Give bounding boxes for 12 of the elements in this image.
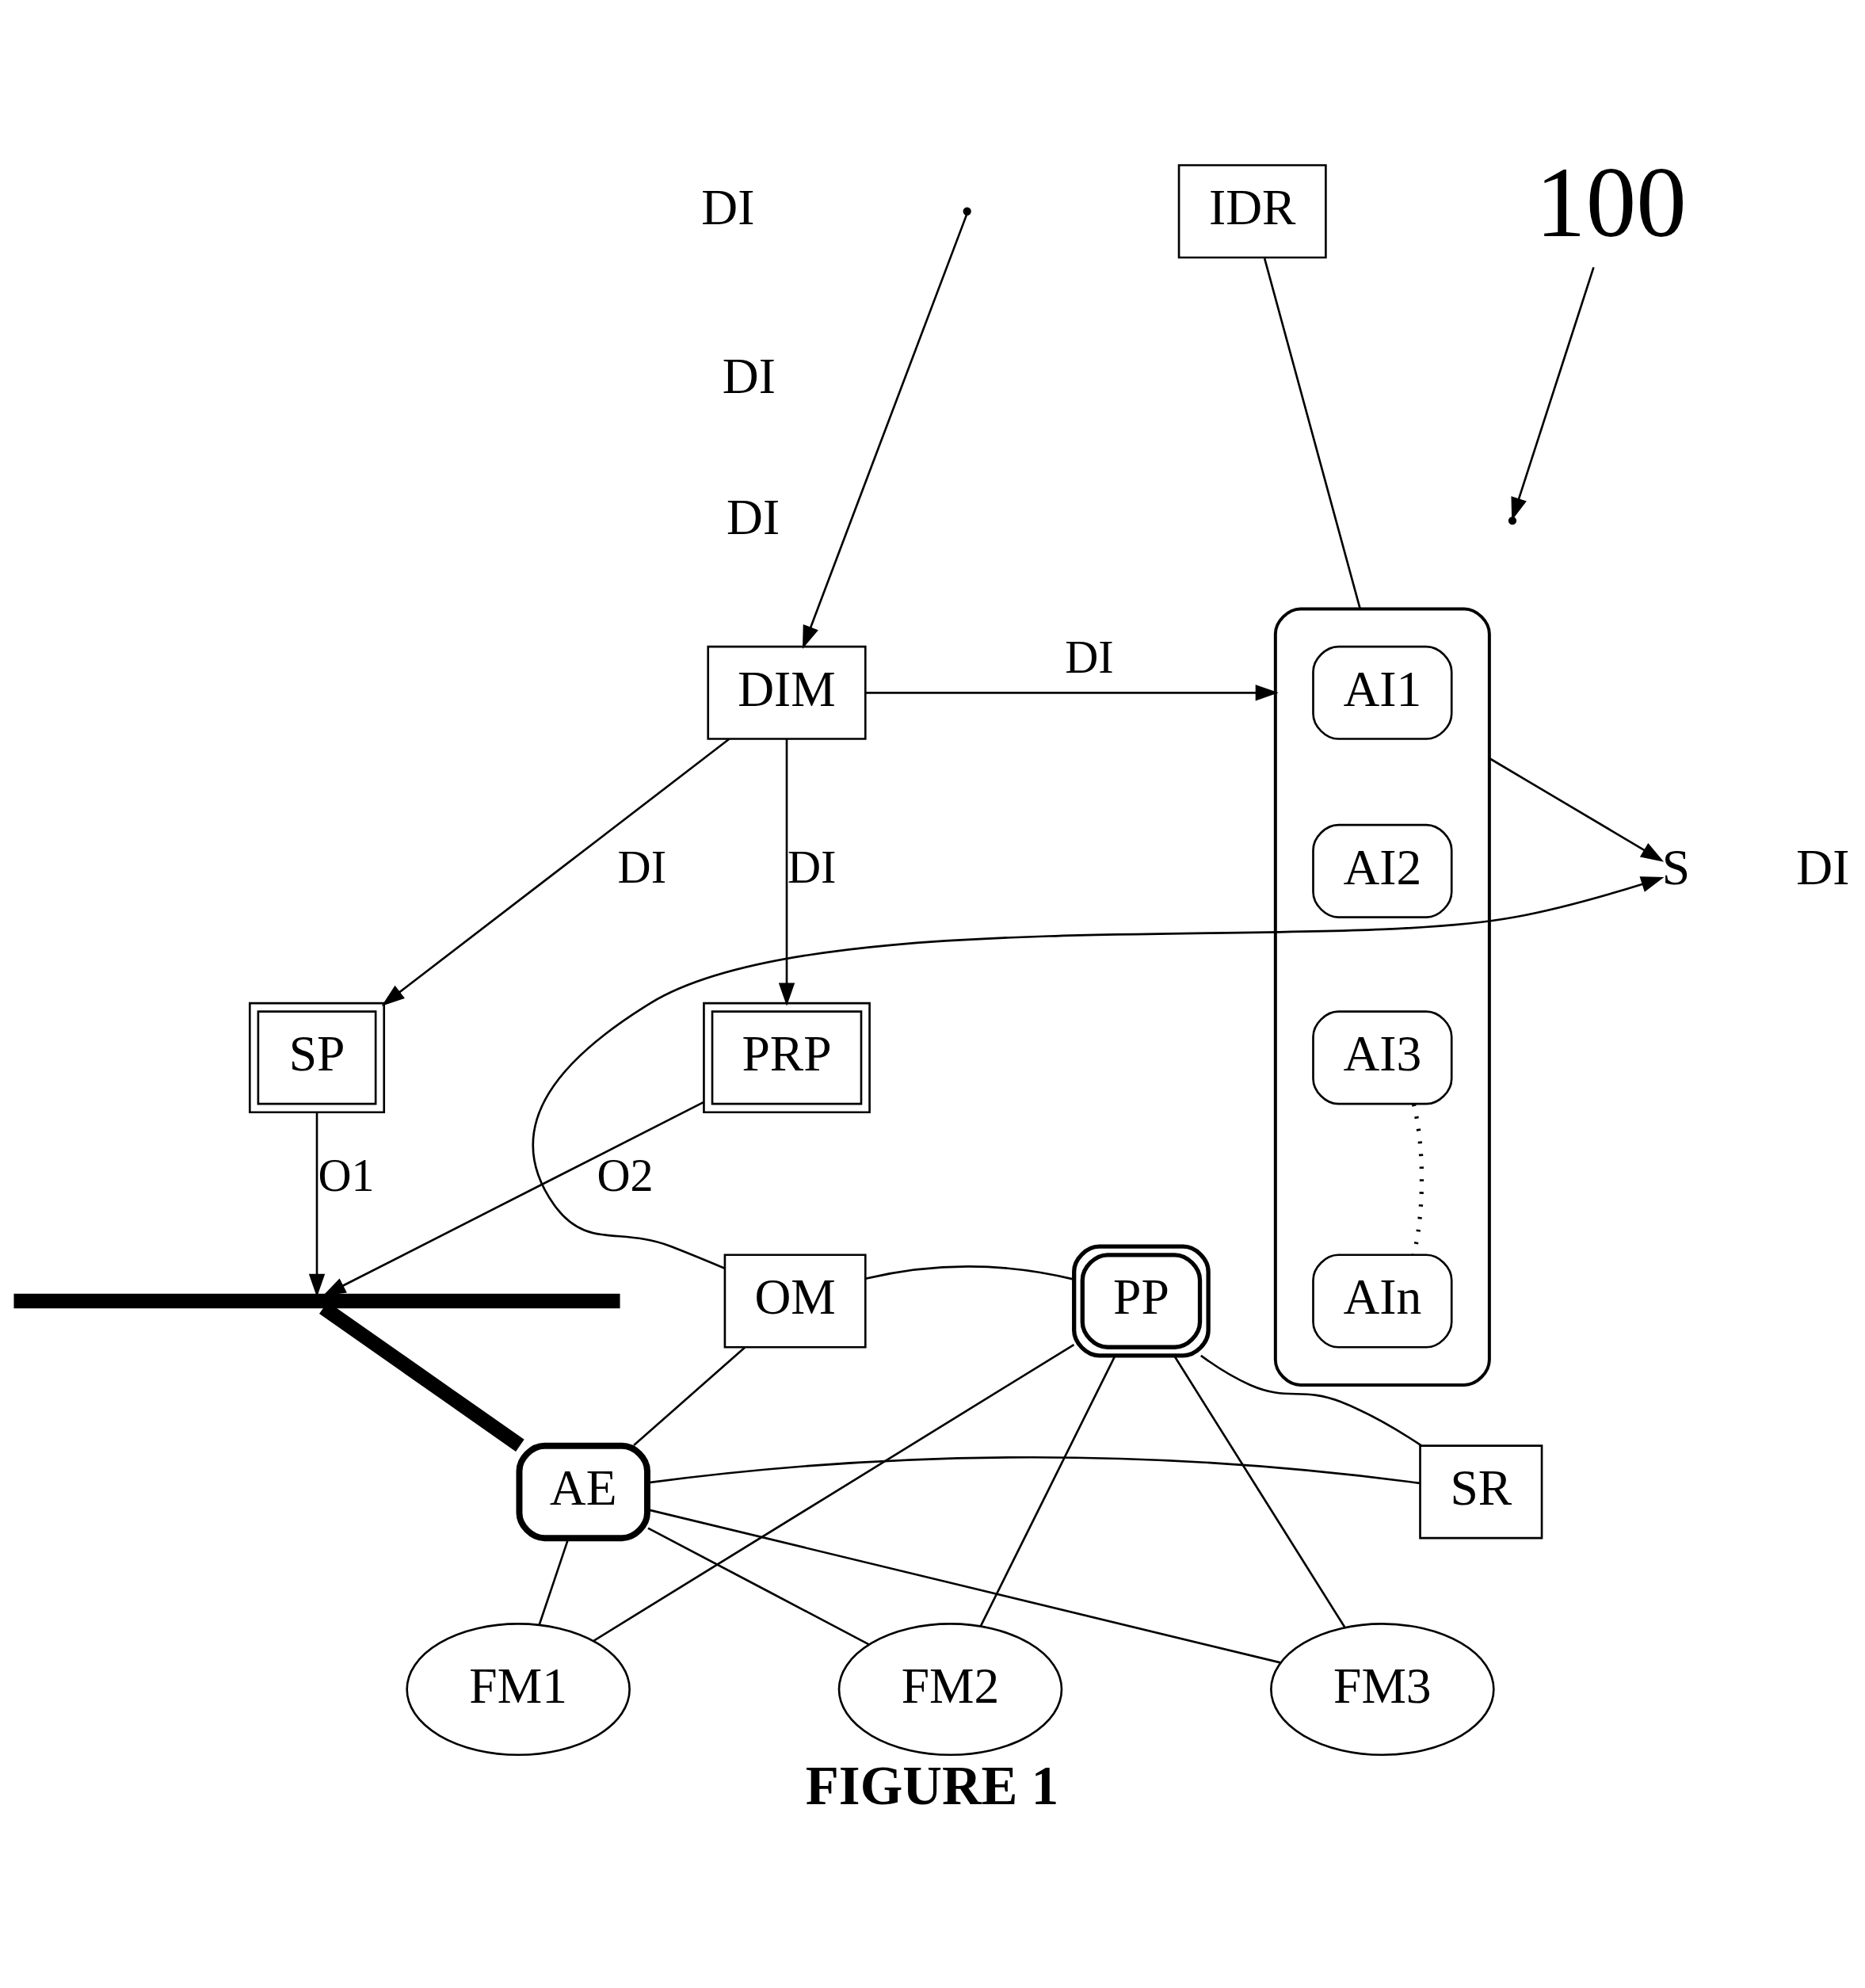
node-text: 100 xyxy=(1535,147,1687,258)
edge-label: O1 xyxy=(318,1150,375,1202)
node-text: S xyxy=(1661,838,1691,895)
edge-label: DI xyxy=(1065,632,1114,684)
label: DI xyxy=(722,348,776,405)
edge-label: O2 xyxy=(597,1150,654,1202)
label: DI xyxy=(1796,838,1850,895)
label: DI xyxy=(701,179,755,236)
label: DI xyxy=(727,488,780,545)
edge-label: DI xyxy=(788,841,837,894)
caption: FIGURE 1 xyxy=(805,1756,1059,1817)
edge-label: DI xyxy=(617,841,667,894)
